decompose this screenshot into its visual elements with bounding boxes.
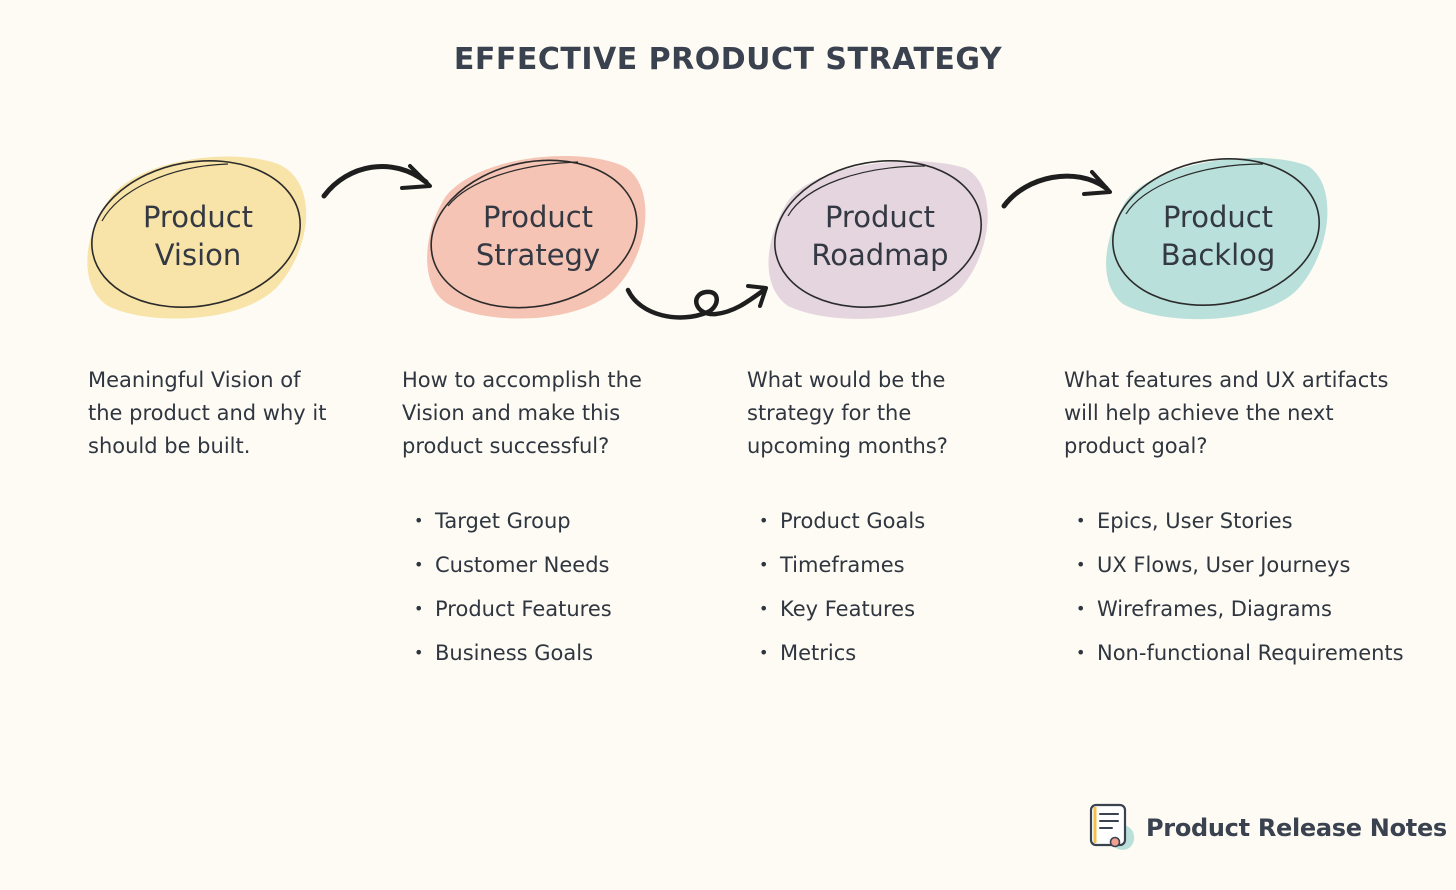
list-item: UX Flows, User Journeys	[1064, 543, 1404, 587]
list-item: Target Group	[402, 499, 657, 543]
column-roadmap: What would be the strategy for the upcom…	[747, 364, 977, 675]
stage-blob-backlog	[1106, 157, 1328, 320]
list-item: Product Features	[402, 587, 657, 631]
list-item: Timeframes	[747, 543, 977, 587]
stage-label-vision: Product Vision	[142, 200, 254, 272]
stage-product-backlog: Product Backlog	[1098, 146, 1338, 326]
bullet-list-strategy: Target Group Customer Needs Product Feat…	[402, 499, 657, 675]
column-backlog: What features and UX artifacts will help…	[1064, 364, 1404, 675]
diagram-title: EFFECTIVE PRODUCT STRATEGY	[453, 42, 1003, 77]
brand-logo: Product Release Notes	[1088, 802, 1447, 854]
stage-blob-roadmap	[768, 160, 988, 319]
stage-label-roadmap: Product Roadmap	[811, 200, 949, 272]
description-strategy: How to accomplish the Vision and make th…	[402, 368, 642, 458]
brand-name: Product Release Notes	[1146, 814, 1447, 842]
column-vision: Meaningful Vision of the product and why…	[88, 364, 338, 463]
stage-blob-vision	[87, 156, 307, 319]
stage-blob-strategy	[427, 156, 646, 319]
stage-product-roadmap: Product Roadmap	[760, 146, 1000, 326]
list-item: Metrics	[747, 631, 977, 675]
arrow-roadmap-to-backlog	[1001, 170, 1112, 209]
description-roadmap: What would be the strategy for the upcom…	[747, 368, 948, 458]
arrow-strategy-to-roadmap	[625, 284, 768, 320]
stage-label-strategy: Product Strategy	[475, 200, 601, 272]
list-item: Epics, User Stories	[1064, 499, 1404, 543]
list-item: Product Goals	[747, 499, 977, 543]
list-item: Wireframes, Diagrams	[1064, 587, 1404, 631]
column-strategy: How to accomplish the Vision and make th…	[402, 364, 657, 675]
list-item: Customer Needs	[402, 543, 657, 587]
bullet-list-roadmap: Product Goals Timeframes Key Features Me…	[747, 499, 977, 675]
description-vision: Meaningful Vision of the product and why…	[88, 368, 327, 458]
list-item: Non-functional Requirements	[1064, 631, 1404, 675]
bullet-list-backlog: Epics, User Stories UX Flows, User Journ…	[1064, 499, 1404, 675]
stage-product-strategy: Product Strategy	[418, 146, 658, 326]
notes-document-icon	[1089, 803, 1135, 850]
list-item: Key Features	[747, 587, 977, 631]
arrow-vision-to-strategy	[321, 163, 432, 199]
stage-product-vision: Product Vision	[78, 146, 318, 326]
list-item: Business Goals	[402, 631, 657, 675]
description-backlog: What features and UX artifacts will help…	[1064, 368, 1389, 458]
stage-label-backlog: Product Backlog	[1160, 200, 1276, 272]
